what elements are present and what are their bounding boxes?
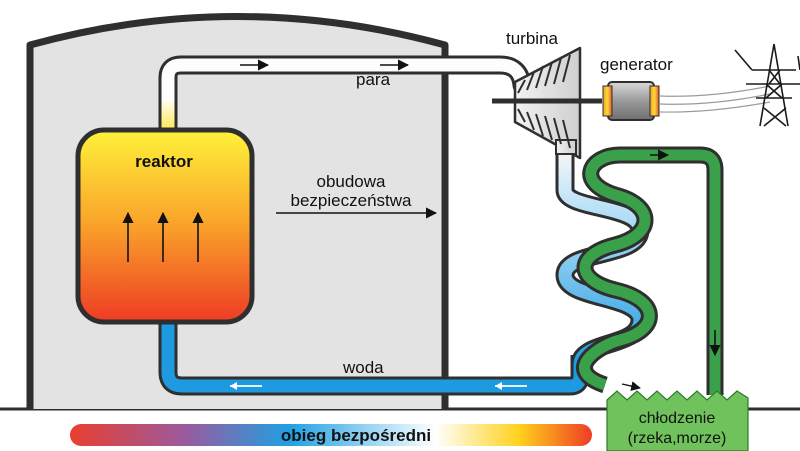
water-label: woda xyxy=(342,358,384,377)
containment-label-line2: bezpieczeństwa xyxy=(291,191,413,210)
cooling-label-line1: chłodzenie xyxy=(639,410,716,427)
turbine-label: turbina xyxy=(506,29,559,48)
water-flow-arrow xyxy=(230,382,262,390)
legend-bar xyxy=(70,424,592,446)
steam-pipe-riser xyxy=(161,98,175,134)
water-pipe-inner xyxy=(161,318,587,393)
cooling-water xyxy=(606,390,749,451)
generator-icon xyxy=(602,81,660,121)
cooling-loop-inner xyxy=(579,149,721,395)
power-lines xyxy=(659,85,771,113)
turbine-icon xyxy=(492,46,602,160)
generator-label: generator xyxy=(600,55,673,74)
steam-label: para xyxy=(356,70,391,89)
steam-pipe-inner xyxy=(161,58,531,130)
power-pylon-icon xyxy=(734,43,800,127)
water-flow-arrow xyxy=(495,382,527,390)
reactor-label: reaktor xyxy=(135,152,193,171)
cooling-flow-arrow xyxy=(621,381,641,391)
legend-label: obieg bezpośredni xyxy=(281,426,431,445)
containment-label-line1: obudowa xyxy=(316,172,386,191)
cooling-label-line2: (rzeka,morze) xyxy=(628,430,727,447)
reactor-vessel xyxy=(75,127,255,325)
